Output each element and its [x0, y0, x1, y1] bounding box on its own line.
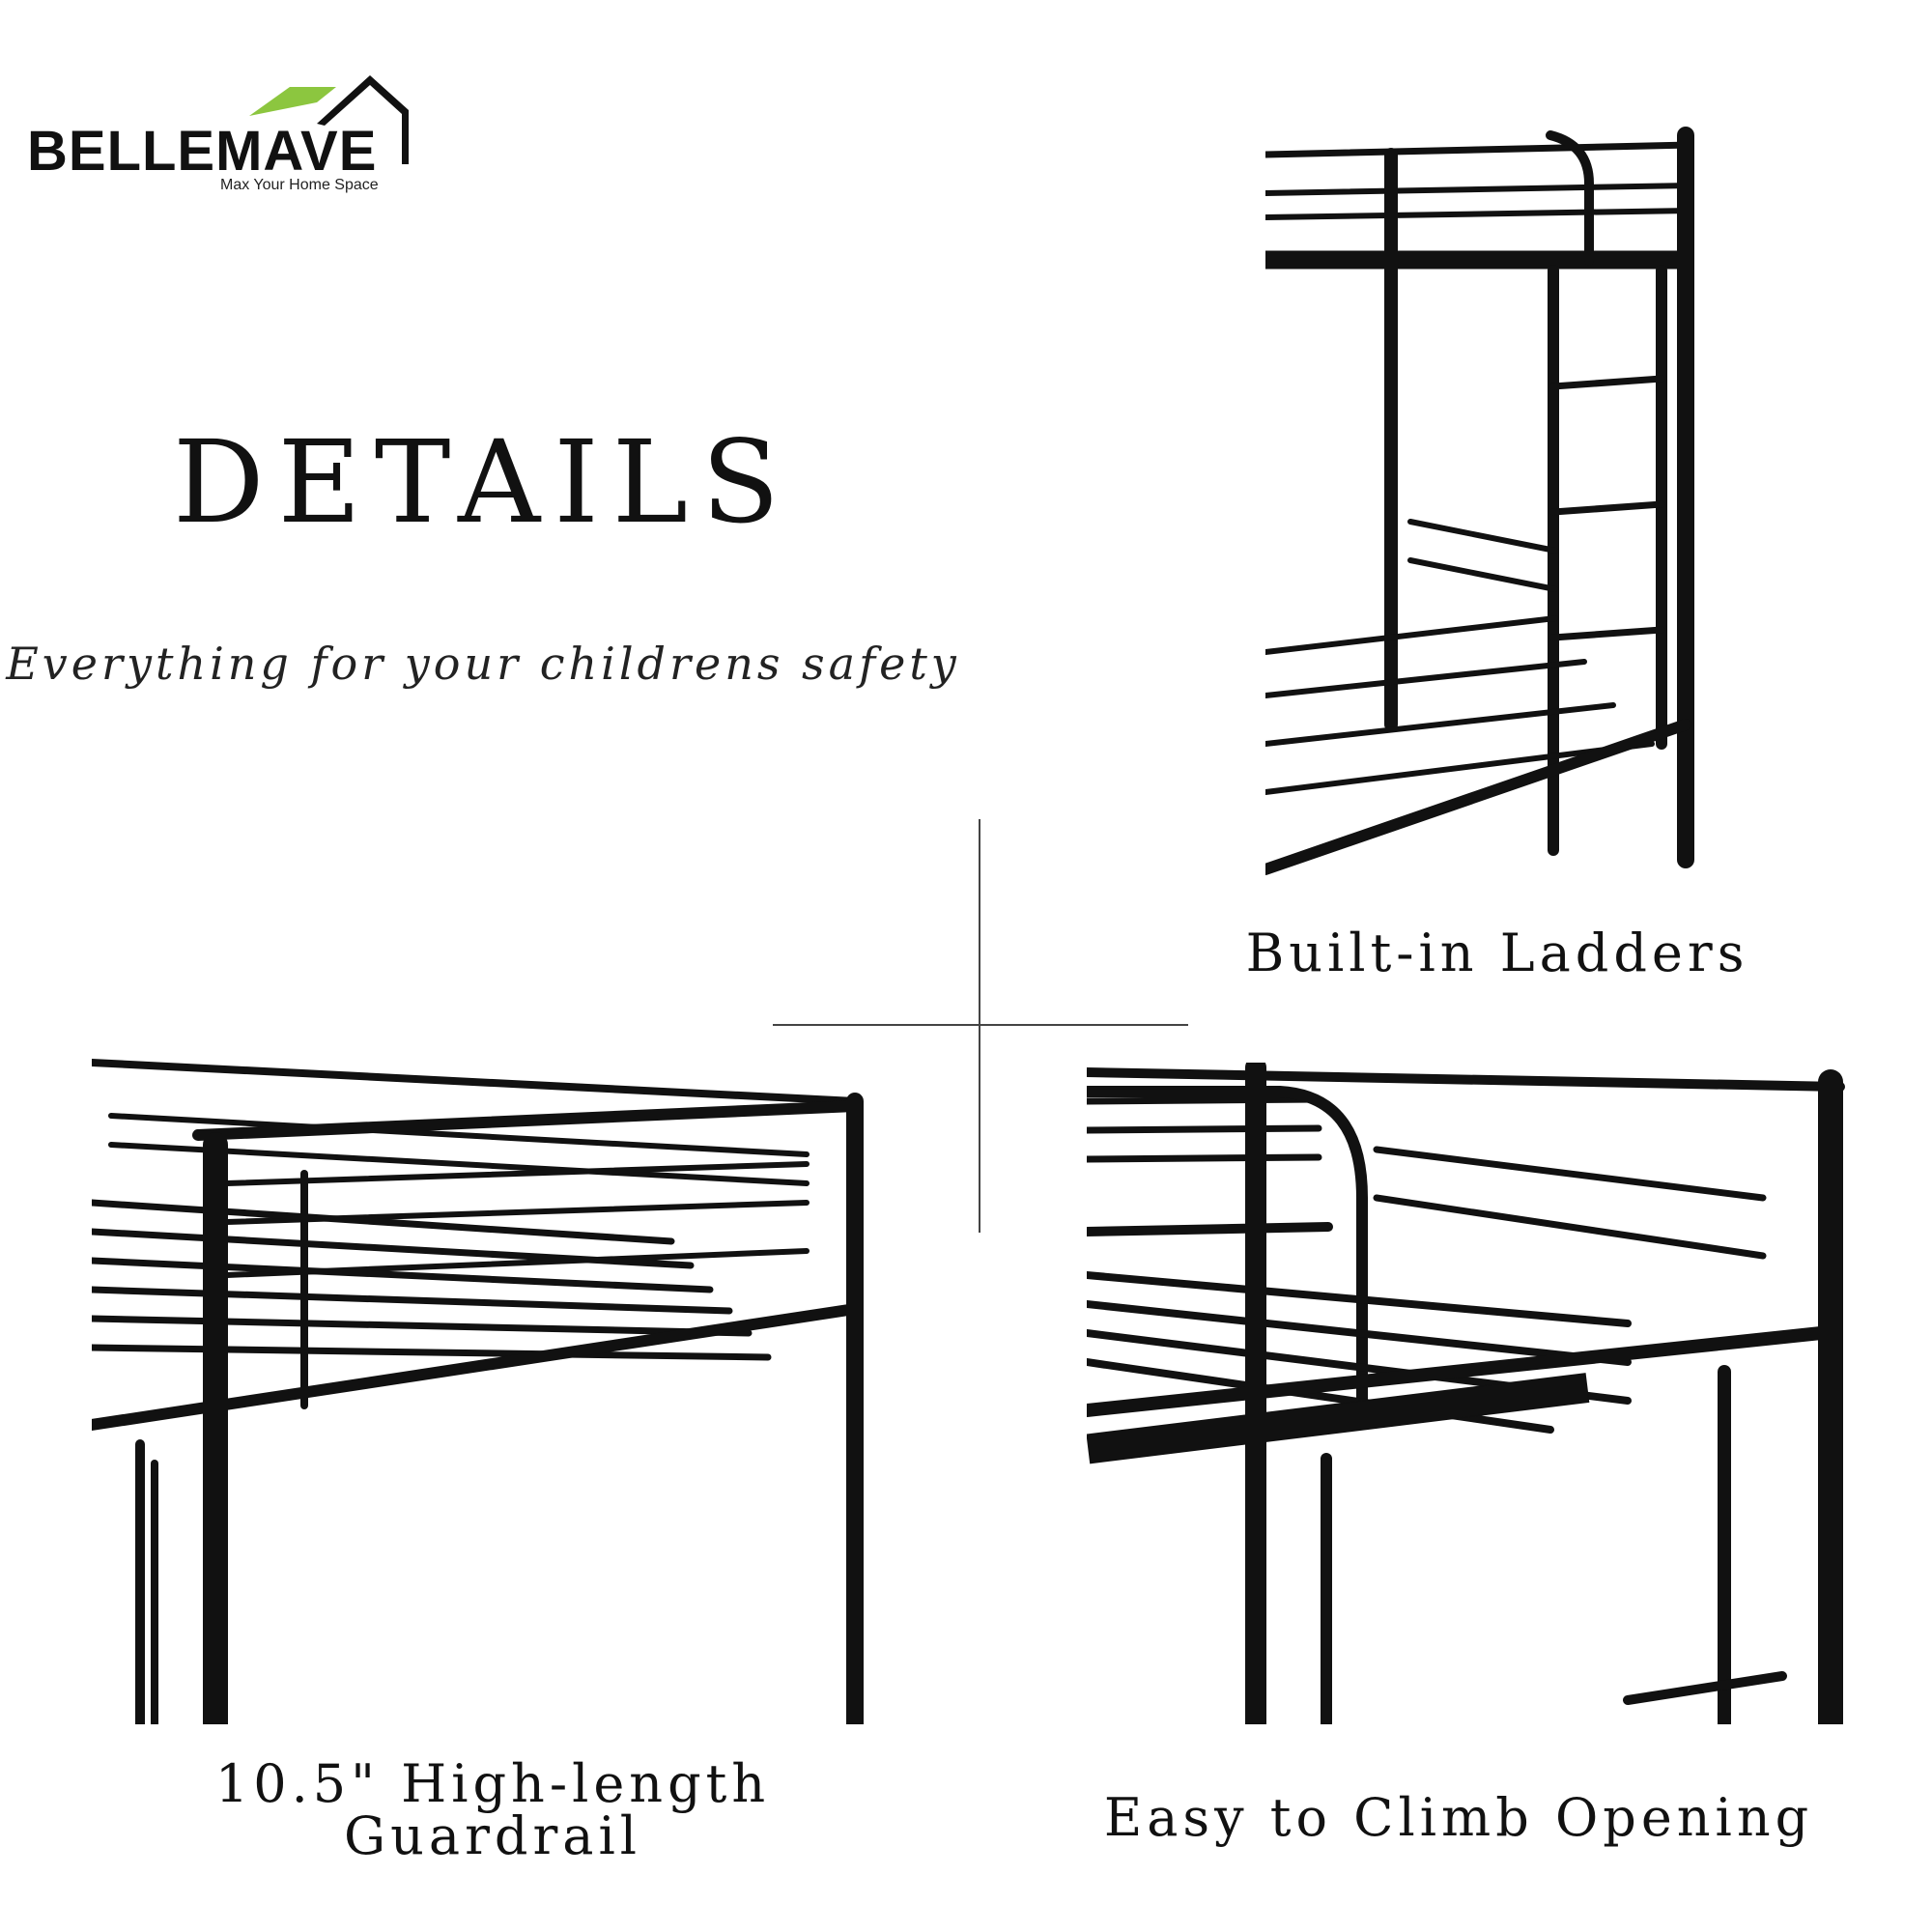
caption-easy-to-climb: Easy to Climb Opening — [1103, 1787, 1814, 1848]
page-subtitle: Everything for your childrens safety — [6, 638, 960, 690]
leaf-icon — [249, 87, 336, 116]
brand-name: BELLEMAVE — [27, 120, 378, 183]
bunk-bed-ladder-photo — [1265, 126, 1700, 879]
page-title: DETAILS — [172, 415, 794, 549]
climb-opening-photo — [1087, 1063, 1860, 1724]
caption-guardrail: 10.5" High-length Guardrail — [214, 1753, 771, 1866]
brand-tagline: Max Your Home Space — [220, 177, 379, 193]
guardrail-photo — [92, 1058, 884, 1724]
horizontal-divider — [773, 1024, 1188, 1026]
caption-built-in-ladders: Built-in Ladders — [1245, 923, 1749, 983]
vertical-divider — [979, 819, 980, 1233]
brand-logo — [27, 68, 413, 203]
house-roof-icon — [249, 75, 409, 164]
